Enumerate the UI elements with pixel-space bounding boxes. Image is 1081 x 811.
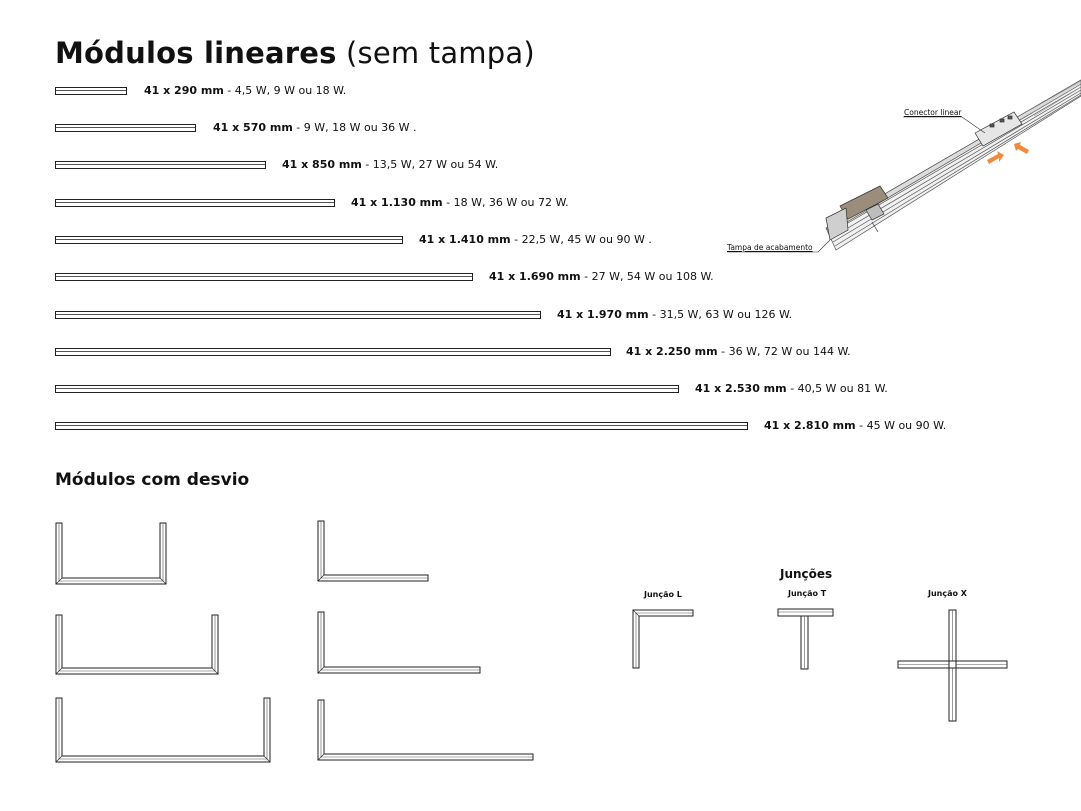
junction-t-label: Junção T: [788, 589, 827, 598]
u-module-large: [55, 697, 271, 763]
module-bar-2: [55, 124, 196, 132]
module-label-9: 41 x 2.530 mm - 40,5 W ou 81 W.: [695, 382, 888, 395]
junction-t-bar: [777, 608, 834, 617]
module-label-4: 41 x 1.130 mm - 18 W, 36 W ou 72 W.: [351, 196, 569, 209]
module-label-1: 41 x 290 mm - 4,5 W, 9 W ou 18 W.: [144, 84, 347, 97]
junction-l-label: Junção L: [644, 590, 682, 599]
arrow-right-icon: [1014, 142, 1029, 154]
title-bold: Módulos lineares: [55, 36, 337, 70]
title-normal: (sem tampa): [346, 36, 535, 70]
module-bar-8: [55, 348, 611, 356]
module-bar-5: [55, 236, 403, 244]
module-label-8: 41 x 2.250 mm - 36 W, 72 W ou 144 W.: [626, 345, 851, 358]
module-bar-1: [55, 87, 127, 95]
module-label-2: 41 x 570 mm - 9 W, 18 W ou 36 W .: [213, 121, 417, 134]
page-title: Módulos lineares (sem tampa): [55, 33, 535, 73]
arrow-left-icon: [987, 151, 1004, 164]
u-module-medium: [55, 614, 219, 675]
connector-callout-label: Conector linear: [904, 108, 962, 117]
module-bar-3: [55, 161, 266, 169]
section-title-offset-modules: Módulos com desvio: [55, 470, 250, 490]
junctions-title: Junções: [780, 567, 833, 581]
end-cap-electronics: [825, 185, 889, 241]
module-bar-10: [55, 422, 748, 430]
module-bar-9: [55, 385, 679, 393]
module-label-7: 41 x 1.970 mm - 31,5 W, 63 W ou 126 W.: [557, 308, 793, 321]
module-bar-6: [55, 273, 473, 281]
module-label-6: 41 x 1.690 mm - 27 W, 54 W ou 108 W.: [489, 270, 714, 283]
u-module-small: [55, 522, 167, 585]
connector-block: [974, 111, 1023, 147]
module-label-10: 41 x 2.810 mm - 45 W ou 90 W.: [764, 419, 947, 432]
module-bar-7: [55, 311, 541, 319]
junction-l-shape: [632, 609, 694, 669]
module-label-3: 41 x 850 mm - 13,5 W, 27 W ou 54 W.: [282, 158, 499, 171]
junction-x-label: Junção X: [928, 589, 967, 598]
module-bar-4: [55, 199, 335, 207]
end-cap-callout-label: Tampa de acabamento: [727, 243, 813, 252]
module-label-5: 41 x 1.410 mm - 22,5 W, 45 W ou 90 W .: [419, 233, 652, 246]
